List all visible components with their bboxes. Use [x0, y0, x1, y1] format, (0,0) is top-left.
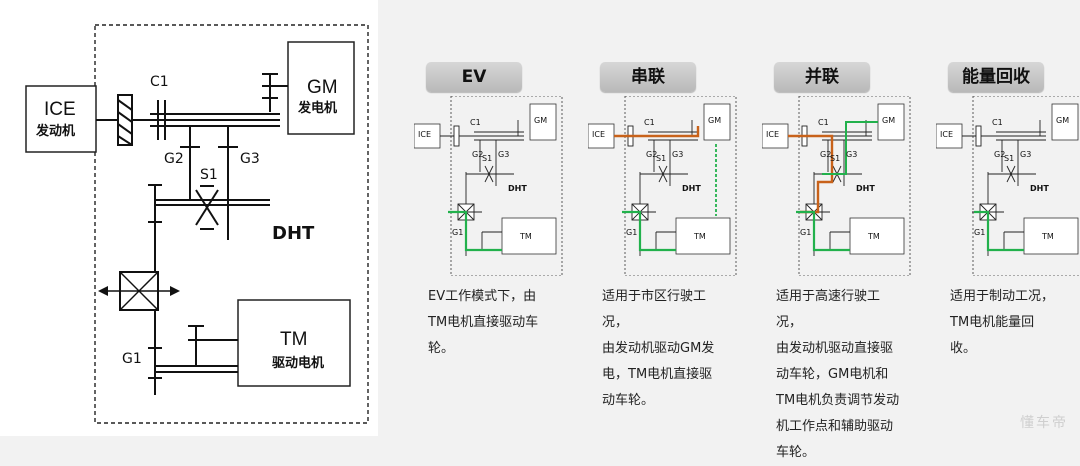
mode-pill-ev: EV — [426, 62, 522, 92]
mode-description-parallel: 适用于高速行驶工况， 由发动机驱动直接驱 动车轮，GM电机和 TM电机负责调节发… — [776, 289, 900, 460]
mini-wheel-flow — [622, 210, 676, 252]
mode-pill-regen: 能量回收 — [948, 62, 1044, 92]
mini-ice-box — [414, 123, 441, 149]
mini-g2-label: G2 — [472, 150, 484, 159]
mini-ice-box — [936, 123, 963, 149]
mini-gm-box — [529, 103, 557, 141]
mode-pill-parallel: 并联 — [774, 62, 870, 92]
mini-dht-label: DHT — [1030, 184, 1049, 193]
mini-dht-boundary — [798, 96, 911, 276]
mini-tm-label: TM — [868, 232, 880, 241]
mini-gm-box — [1051, 103, 1079, 141]
mini-ice-box — [588, 123, 615, 149]
mini-tm-box — [675, 217, 731, 255]
mini-g2-label: G2 — [994, 150, 1006, 159]
mini-g1-label: G1 — [452, 228, 464, 237]
mini-ice-label: ICE — [766, 130, 779, 139]
mini-dht-boundary — [624, 96, 737, 276]
g1-label: G1 — [122, 351, 142, 367]
mode-pill-series: 串联 — [600, 62, 696, 92]
mini-g3-label: G3 — [1020, 150, 1032, 159]
mini-tm-box — [501, 217, 557, 255]
mini-tm-label: TM — [1042, 232, 1054, 241]
mini-tm-label: TM — [520, 232, 532, 241]
mini-ice-label: ICE — [940, 130, 953, 139]
mini-c1-label: C1 — [470, 118, 481, 127]
gm-box — [287, 41, 355, 135]
mini-engine-flow — [614, 126, 700, 138]
mini-gm-label: GM — [534, 116, 548, 125]
mini-dht-label: DHT — [856, 184, 875, 193]
g2-label: G2 — [164, 151, 184, 167]
mini-tm-label: TM — [694, 232, 706, 241]
mode-description-series: 适用于市区行驶工况， 由发动机驱动GM发 电，TM电机直接驱 动车轮。 — [602, 289, 715, 408]
dht-boundary — [94, 24, 369, 424]
tm-box — [237, 299, 351, 387]
gm-title: GM — [307, 77, 338, 98]
mini-schematic — [936, 96, 1080, 276]
mini-wheel-flow — [796, 210, 850, 252]
mini-ice-label: ICE — [418, 130, 431, 139]
mini-tm-box — [1023, 217, 1079, 255]
mini-schematic — [414, 96, 563, 276]
mini-gm-label: GM — [1056, 116, 1070, 125]
dht-schematic — [25, 24, 369, 424]
mini-c1-label: C1 — [644, 118, 655, 127]
mini-schematic — [588, 96, 737, 276]
mini-s1-label: S1 — [656, 154, 667, 163]
wheel-arrow-left — [98, 286, 108, 296]
mini-g3-label: G3 — [846, 150, 858, 159]
mini-g1-label: G1 — [800, 228, 812, 237]
g3-label: G3 — [240, 151, 260, 167]
mode-description-regen: 适用于制动工况， TM电机能量回 收。 — [950, 289, 1055, 356]
mini-dht-boundary — [972, 96, 1080, 276]
mini-tm-box — [849, 217, 905, 255]
ice-subtitle: 发动机 — [36, 124, 76, 139]
mini-g3-label: G3 — [672, 150, 684, 159]
mini-schematic — [762, 96, 911, 276]
mini-g1-label: G1 — [626, 228, 638, 237]
mini-dht-label: DHT — [508, 184, 527, 193]
mini-dht-boundary — [450, 96, 563, 276]
mini-dht-label: DHT — [682, 184, 701, 193]
tm-subtitle: 驱动电机 — [272, 356, 325, 371]
mini-wheel-flow — [448, 210, 502, 252]
mini-s1-label: S1 — [482, 154, 493, 163]
mini-c1-label: C1 — [992, 118, 1003, 127]
mini-g1-label: G1 — [974, 228, 986, 237]
shaft-lines — [96, 73, 288, 395]
mini-g2-label: G2 — [820, 150, 832, 159]
mini-s1-label: S1 — [1004, 154, 1015, 163]
dht-label: DHT — [272, 223, 315, 244]
mini-gm-assist-flow — [822, 121, 878, 175]
mini-gm-label: GM — [708, 116, 722, 125]
main-diagram-panel: ICE 发动机 GM 发电机 TM 驱动电机 DHT C1 G2 G3 S1 G… — [0, 0, 378, 436]
gm-subtitle: 发电机 — [298, 101, 338, 116]
c1-label: C1 — [150, 74, 169, 90]
mini-s1-label: S1 — [830, 154, 841, 163]
mini-g2-label: G2 — [646, 150, 658, 159]
mini-ice-box — [762, 123, 789, 149]
watermark: 懂车帝 — [1020, 415, 1068, 431]
mode-description-ev: EV工作模式下，由 TM电机直接驱动车 轮。 — [428, 289, 539, 356]
mini-c1-label: C1 — [818, 118, 829, 127]
mini-wheel-flow — [974, 210, 1024, 252]
ice-box — [25, 85, 97, 153]
s1-label: S1 — [200, 167, 218, 183]
wheel-arrow-right — [170, 286, 180, 296]
mini-gm-box — [703, 103, 731, 141]
mini-gm-label: GM — [882, 116, 896, 125]
tm-title: TM — [280, 329, 308, 350]
mini-g3-label: G3 — [498, 150, 510, 159]
mini-ice-label: ICE — [592, 130, 605, 139]
ice-title: ICE — [44, 99, 76, 120]
